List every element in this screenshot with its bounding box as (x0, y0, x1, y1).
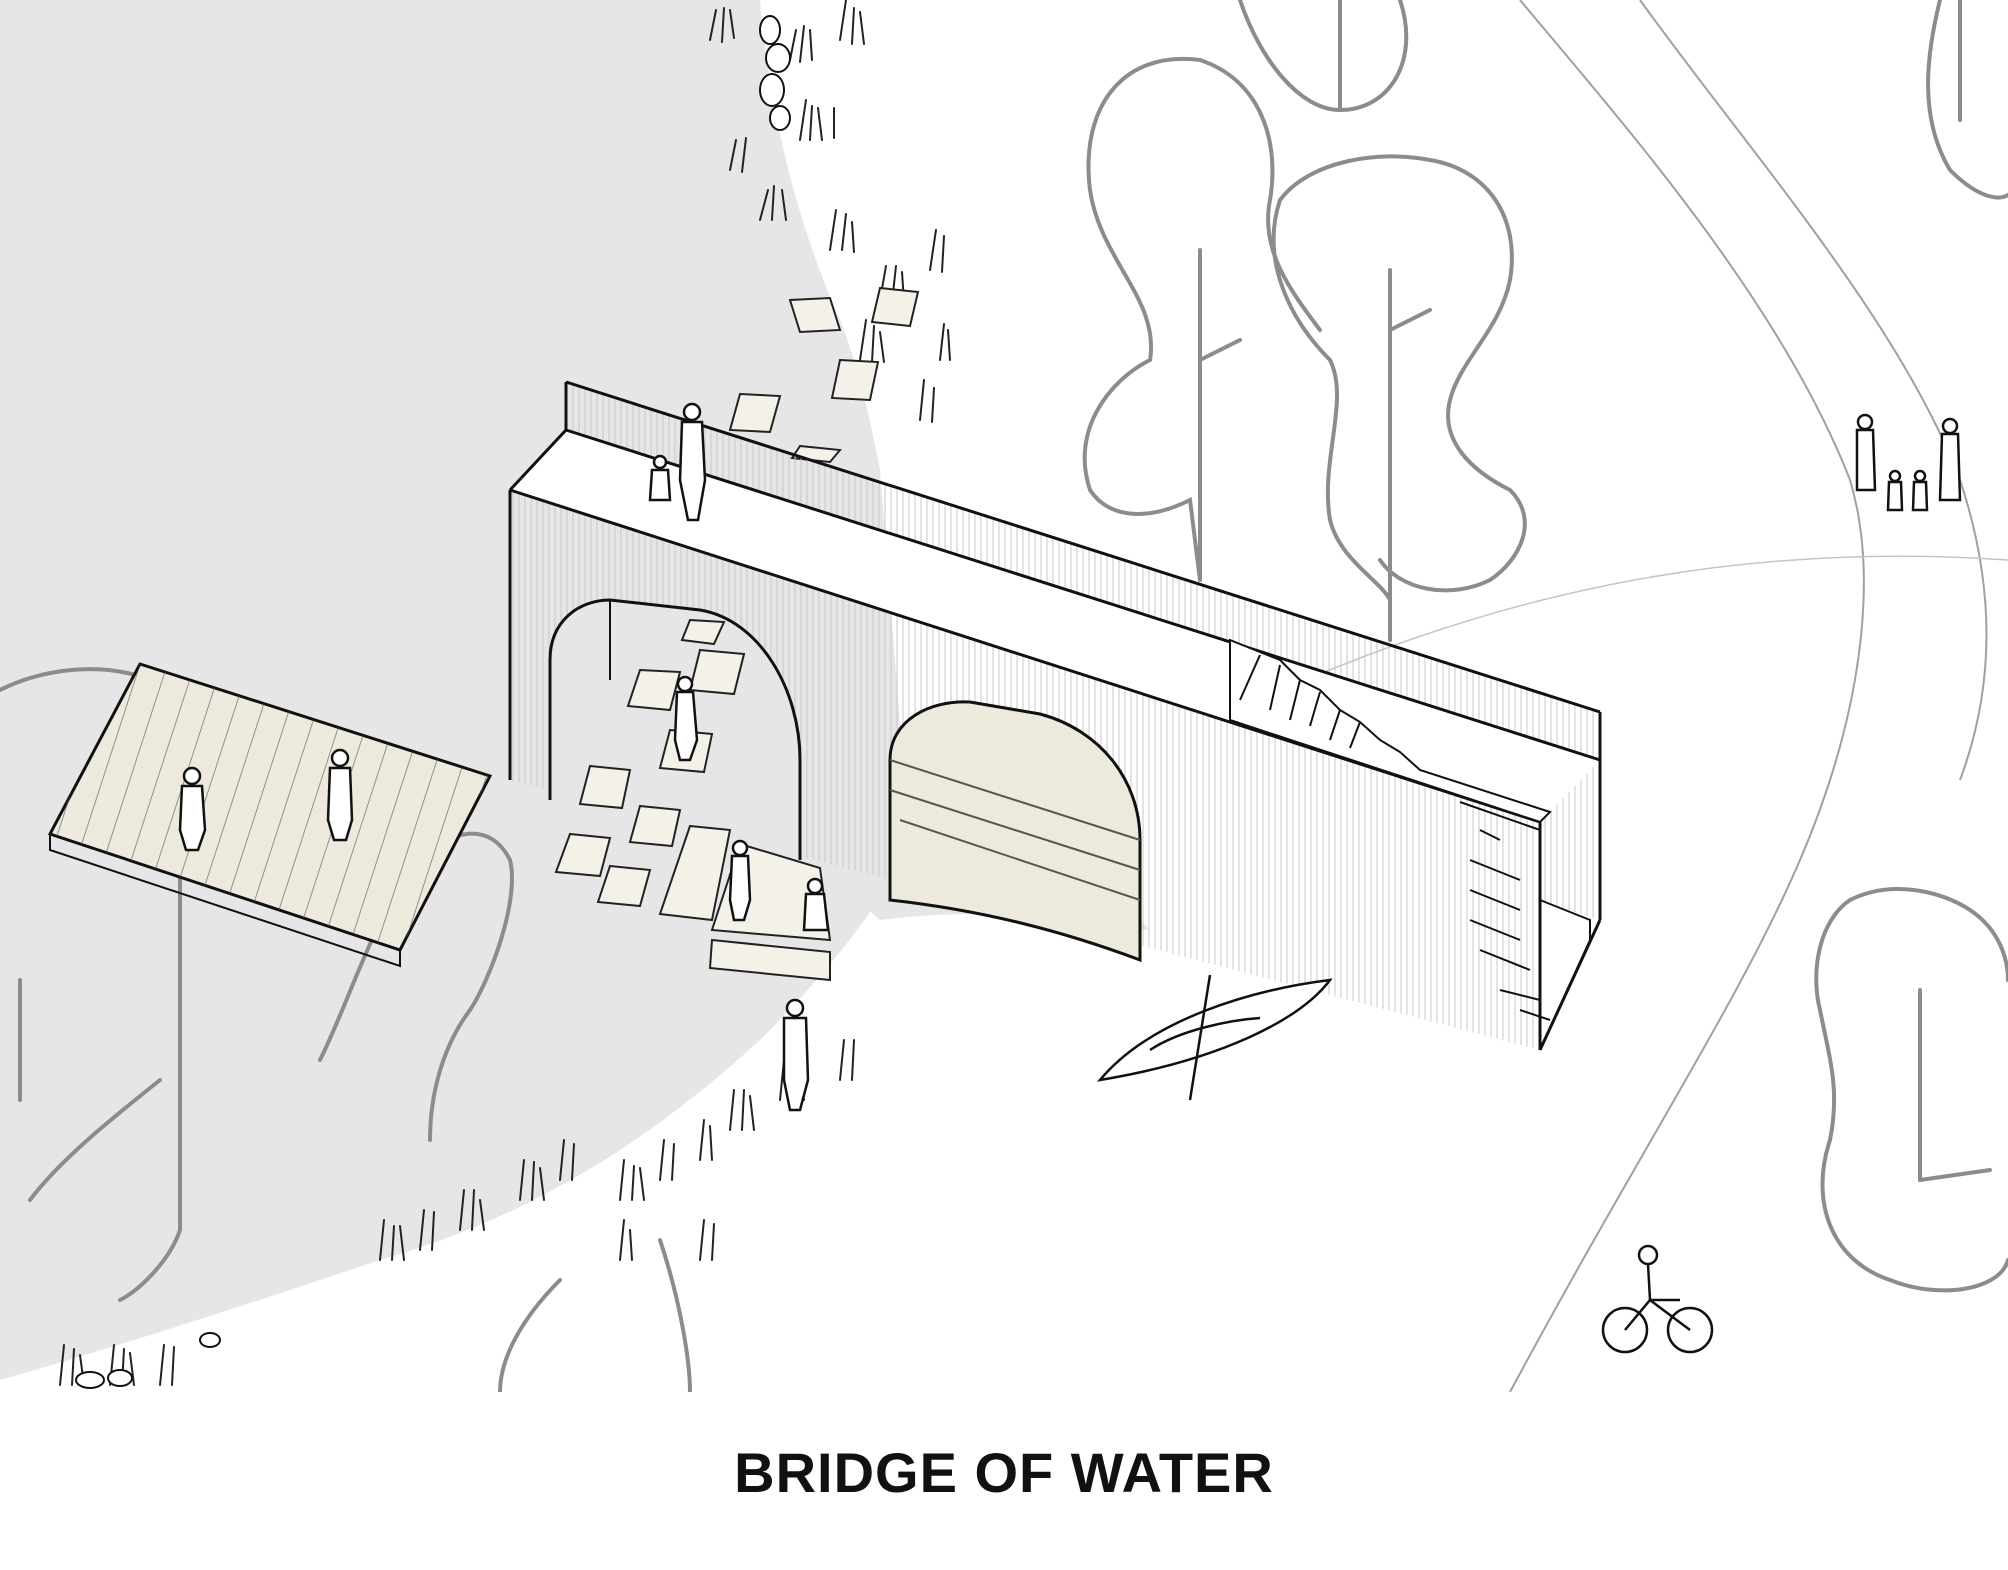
person-figure-group (178, 402, 1962, 1112)
person-figure (1911, 469, 1929, 512)
person-figure (648, 454, 672, 502)
bridge-drawing (508, 380, 1602, 1051)
road-line (1509, 0, 1865, 1392)
person-figure (678, 402, 707, 522)
person-figure (673, 675, 699, 762)
person-figure (326, 748, 354, 842)
person-figure (802, 877, 830, 932)
caption-title: BRIDGE OF WATER (734, 1441, 1274, 1504)
person-figure (728, 839, 752, 922)
lower-staircase (1459, 801, 1591, 1051)
stepping-stone-group-top (728, 286, 920, 464)
kayak (1096, 974, 1333, 1101)
person-figure (1855, 413, 1877, 492)
person-figure (782, 998, 810, 1112)
stepping-stone-group-bridge (554, 618, 832, 982)
floating-deck (47, 662, 493, 968)
water-area (0, 0, 910, 1380)
road-line-2 (1639, 0, 1988, 781)
rock-group (75, 15, 791, 1389)
bridge-of-water-illustration (0, 0, 2008, 1392)
bicycle (1601, 1244, 1714, 1354)
person-figure (1886, 469, 1904, 512)
person-figure (1938, 417, 1962, 502)
person-figure (178, 766, 207, 852)
staircase (1229, 638, 1552, 824)
